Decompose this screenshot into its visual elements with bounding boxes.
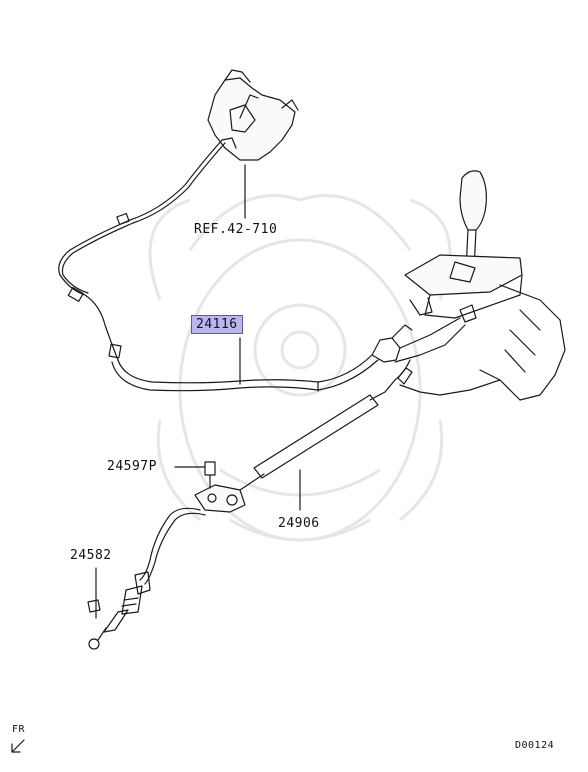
select-cable-24906: [239, 359, 413, 511]
watermark-emblem: [148, 194, 452, 542]
lower-cable: [87, 507, 206, 650]
cable-bracket: [174, 461, 246, 513]
main-cable-24116: [58, 139, 379, 392]
cable-end-linkage: [371, 317, 466, 363]
label-ref-42-710: REF.42-710: [194, 222, 278, 237]
label-part-24116[interactable]: 24116: [191, 315, 243, 334]
label-part-24582: 24582: [70, 548, 112, 563]
fr-arrow-icon: [11, 739, 25, 753]
label-fr: FR: [12, 724, 26, 735]
label-part-24597p: 24597P: [107, 459, 157, 474]
label-diagram-code: D00124: [515, 740, 555, 751]
shift-lever-assembly: [399, 170, 566, 401]
line-art: [11, 69, 566, 753]
label-part-24906: 24906: [278, 516, 320, 531]
